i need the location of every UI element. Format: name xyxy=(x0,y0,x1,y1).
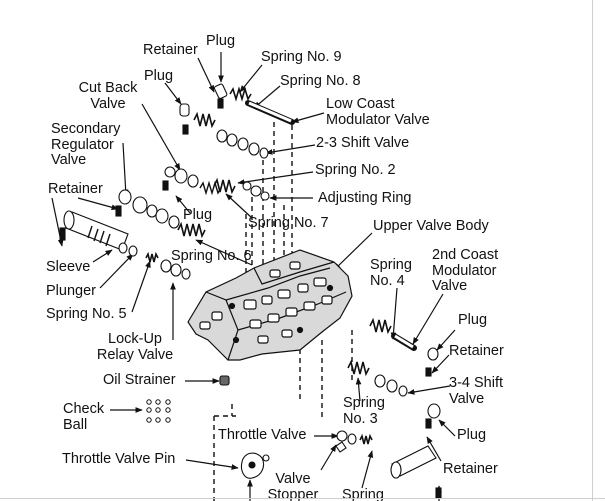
label-cut-back-valve: Cut Back Valve xyxy=(78,80,138,112)
label-lock-up-relay-valve: Lock-Up Relay Valve xyxy=(96,331,174,363)
label-retainer-right: Retainer xyxy=(449,343,504,359)
label-retainer-left: Retainer xyxy=(48,181,103,197)
label-plunger: Plunger xyxy=(46,283,96,299)
frame-edge-bottom xyxy=(0,498,605,499)
check-balls xyxy=(146,399,171,423)
label-spring-6: Spring No. 6 xyxy=(171,248,252,264)
label-low-coast-modulator-valve: Low Coast Modulator Valve xyxy=(326,96,430,128)
label-spring-2: Spring No. 2 xyxy=(315,162,396,178)
label-valve-stopper: Valve Stopper xyxy=(267,471,319,501)
label-throttle-valve-pin: Throttle Valve Pin xyxy=(62,451,176,467)
label-2-3-shift-valve: 2-3 Shift Valve xyxy=(316,135,410,151)
label-spring-3: Spring No. 3 xyxy=(343,395,385,427)
label-retainer-top: Retainer xyxy=(143,42,198,58)
label-sleeve: Sleeve xyxy=(46,259,91,275)
label-2nd-coast-modulator-valve: 2nd Coast Modulator Valve xyxy=(432,247,499,294)
label-oil-strainer: Oil Strainer xyxy=(103,372,176,388)
label-spring-9: Spring No. 9 xyxy=(261,49,342,65)
upper-valve-body xyxy=(187,249,353,361)
label-retainer-bottom: Retainer xyxy=(443,461,498,477)
label-spring-bottom: Spring xyxy=(342,487,384,501)
frame-edge-right xyxy=(592,0,593,501)
label-plug-mid: Plug xyxy=(183,207,213,223)
label-upper-valve-body: Upper Valve Body xyxy=(373,218,489,234)
label-plug-top: Plug xyxy=(206,33,236,49)
label-spring-5: Spring No. 5 xyxy=(46,306,127,322)
label-adjusting-ring: Adjusting Ring xyxy=(318,190,412,206)
label-check-ball: Check Ball xyxy=(63,401,105,433)
valve-parts xyxy=(59,83,442,499)
label-plug-right: Plug xyxy=(458,312,488,328)
label-secondary-regulator-valve: Secondary Regulator Valve xyxy=(51,121,121,168)
label-spring-7: Spring No. 7 xyxy=(248,215,329,231)
label-plug-lower-right: Plug xyxy=(457,427,487,443)
label-spring-4: Spring No. 4 xyxy=(370,257,412,289)
label-throttle-valve: Throttle Valve xyxy=(218,427,307,443)
label-spring-8: Spring No. 8 xyxy=(280,73,361,89)
label-plug-2: Plug xyxy=(144,68,174,84)
label-3-4-shift-valve: 3-4 Shift Valve xyxy=(449,375,503,407)
